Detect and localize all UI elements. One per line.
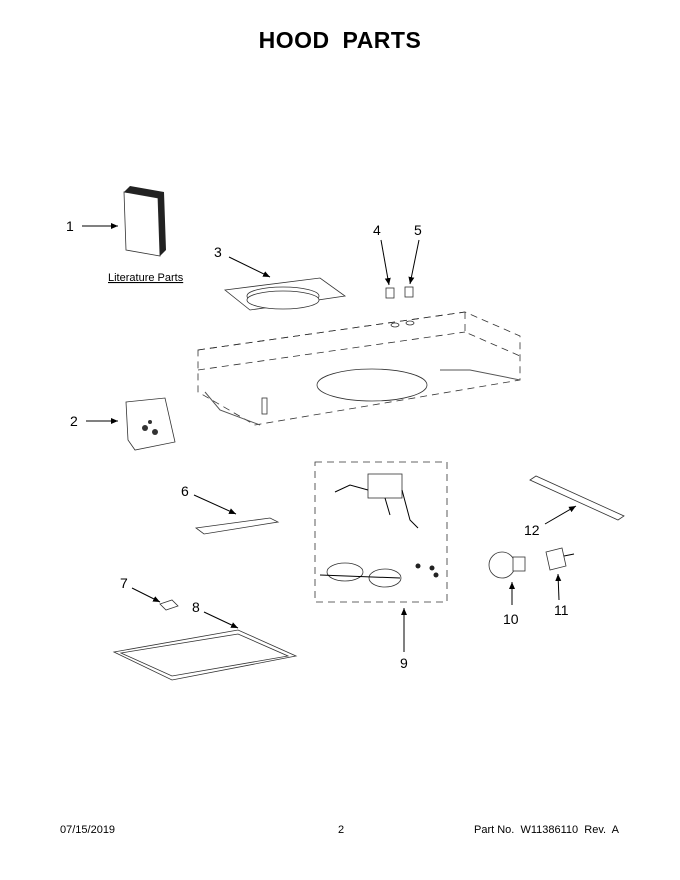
switch-illustrations (385, 286, 414, 299)
callout-12: 12 (524, 522, 540, 538)
motor-kit-group-box (314, 461, 448, 603)
callout-arrow (203, 611, 239, 629)
callout-7: 7 (120, 575, 128, 591)
callout-10: 10 (503, 611, 519, 627)
callout-arrow (555, 573, 562, 601)
light-lens-illustration (194, 517, 280, 535)
callout-8: 8 (192, 599, 200, 615)
motor-illustration (334, 473, 419, 529)
lamp-socket-illustration (545, 547, 575, 571)
footer-part-number: Part No. W11386110 Rev. A (474, 824, 619, 836)
clip-illustration (159, 599, 179, 611)
fan-blade-illustration (319, 562, 439, 588)
light-bulb-illustration (488, 551, 526, 579)
footer-page-number: 2 (338, 824, 345, 836)
duct-plate-illustration (224, 277, 347, 311)
range-hood-body-illustration (197, 311, 521, 426)
callout-11: 11 (554, 602, 569, 618)
callout-5: 5 (414, 222, 422, 238)
literature-parts-illustration (123, 186, 166, 257)
callout-3: 3 (214, 244, 222, 260)
callout-9: 9 (400, 655, 408, 671)
callout-arrow (131, 587, 161, 603)
callout-arrow (408, 239, 420, 285)
callout-2: 2 (70, 413, 78, 429)
callout-6: 6 (181, 483, 189, 499)
callout-arrow (228, 256, 271, 278)
callout-4: 4 (373, 222, 381, 238)
blower-housing-illustration (125, 397, 176, 451)
callout-arrow (544, 505, 577, 525)
page-title: HOOD PARTS (258, 27, 422, 53)
literature-parts-label: Literature Parts (108, 272, 184, 284)
bracket-illustration (529, 475, 625, 521)
callout-arrow (193, 494, 237, 515)
grease-filter-illustration (112, 629, 298, 681)
footer-date: 07/15/2019 (60, 824, 116, 836)
callout-1: 1 (66, 218, 74, 234)
callout-arrow (380, 239, 391, 286)
